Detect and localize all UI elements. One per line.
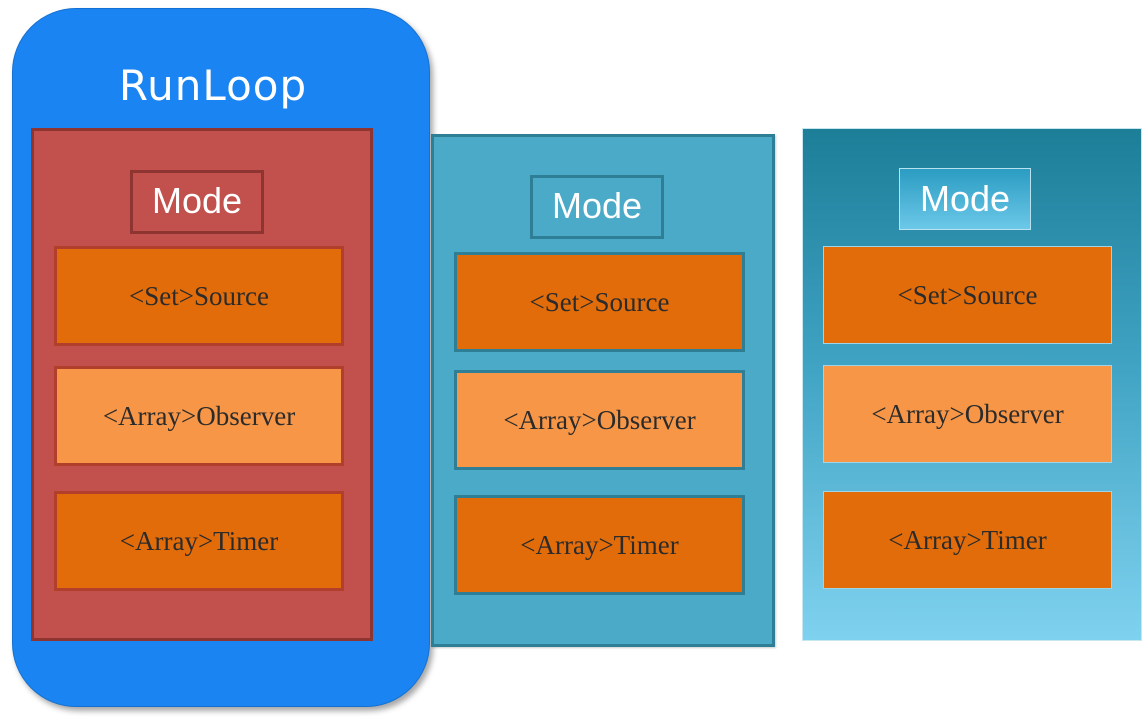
- source-set-box: <Set>Source: [823, 246, 1112, 344]
- timer-array-box: <Array>Timer: [823, 491, 1112, 589]
- timer-array-box: <Array>Timer: [54, 491, 344, 591]
- observer-array-box: <Array>Observer: [54, 366, 344, 466]
- mode-panel-3: Mode <Set>Source <Array>Observer <Array>…: [802, 128, 1142, 641]
- mode-label: Mode: [130, 170, 264, 234]
- mode-label: Mode: [530, 175, 664, 239]
- mode-panel-2: Mode <Set>Source <Array>Observer <Array>…: [431, 134, 775, 647]
- timer-array-box: <Array>Timer: [454, 495, 745, 595]
- source-set-box: <Set>Source: [454, 252, 745, 352]
- source-set-box: <Set>Source: [54, 246, 344, 346]
- mode-label: Mode: [899, 168, 1031, 230]
- runloop-title: RunLoop: [118, 61, 308, 110]
- mode-panel-1: Mode <Set>Source <Array>Observer <Array>…: [31, 128, 373, 641]
- observer-array-box: <Array>Observer: [823, 365, 1112, 463]
- observer-array-box: <Array>Observer: [454, 370, 745, 470]
